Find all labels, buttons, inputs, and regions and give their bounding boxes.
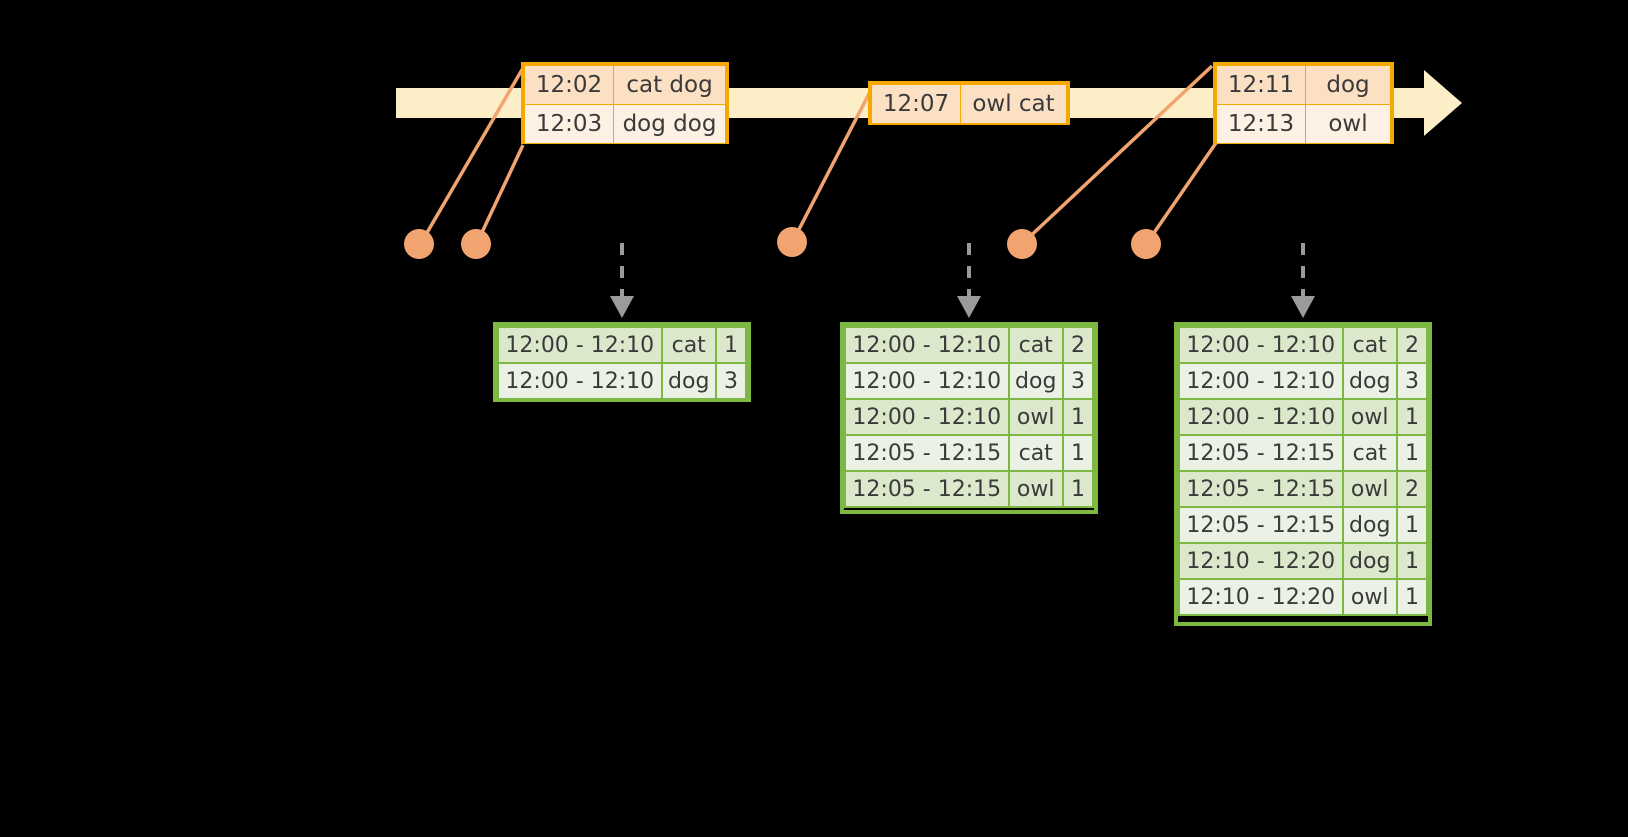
table-row: 12:00 - 12:10 owl 1 — [844, 398, 1095, 436]
window-cell: 12:00 - 12:10 — [1178, 362, 1344, 400]
flow-arrowhead-1 — [610, 296, 634, 318]
event-words: dog dog — [613, 104, 726, 144]
word-cell: dog — [1341, 506, 1398, 544]
event-group-3[interactable]: 12:11 dog 12:13 owl — [1213, 62, 1394, 144]
window-cell: 12:00 - 12:10 — [844, 362, 1010, 400]
timeline-arrowhead — [1424, 70, 1462, 136]
window-cell: 12:10 - 12:20 — [1178, 542, 1344, 580]
table-row: 12:05 - 12:15 dog 1 — [1178, 506, 1429, 544]
event-row: 12:11 dog — [1216, 65, 1391, 105]
word-cell: cat — [1007, 434, 1064, 472]
window-cell: 12:00 - 12:10 — [844, 326, 1010, 364]
word-cell: owl — [1341, 470, 1398, 508]
connector-dot-4 — [1007, 229, 1037, 259]
window-cell: 12:05 - 12:15 — [1178, 470, 1344, 508]
word-cell: cat — [1341, 326, 1398, 364]
event-time: 12:03 — [524, 104, 614, 144]
event-time: 12:02 — [524, 65, 614, 105]
connector-dots — [404, 227, 1161, 259]
table-row: 12:00 - 12:10 dog 3 — [497, 362, 748, 400]
table-row: 12:00 - 12:10 dog 3 — [1178, 362, 1429, 400]
table-row: 12:00 - 12:10 cat 2 — [1178, 326, 1429, 364]
connector-line-5 — [1145, 139, 1220, 244]
event-time: 12:07 — [871, 84, 961, 124]
event-row: 12:02 cat dog — [524, 65, 726, 105]
count-cell: 1 — [1395, 542, 1429, 580]
word-cell: dog — [660, 362, 717, 400]
window-cell: 12:05 - 12:15 — [1178, 506, 1344, 544]
word-cell: owl — [1007, 470, 1064, 508]
result-table-1[interactable]: 12:00 - 12:10 cat 1 12:00 - 12:10 dog 3 — [493, 322, 751, 402]
event-group-1[interactable]: 12:02 cat dog 12:03 dog dog — [521, 62, 729, 144]
event-words: cat dog — [613, 65, 726, 105]
count-cell: 1 — [1395, 398, 1429, 436]
connector-dot-1 — [404, 229, 434, 259]
event-row: 12:03 dog dog — [524, 104, 726, 144]
table-row: 12:10 - 12:20 owl 1 — [1178, 578, 1429, 616]
window-cell: 12:05 - 12:15 — [844, 434, 1010, 472]
count-cell: 1 — [1395, 506, 1429, 544]
event-words: dog — [1305, 65, 1391, 105]
table-row: 12:05 - 12:15 cat 1 — [844, 434, 1095, 472]
window-cell: 12:00 - 12:10 — [497, 326, 663, 364]
window-cell: 12:05 - 12:15 — [1178, 434, 1344, 472]
event-row: 12:07 owl cat — [871, 84, 1067, 124]
word-cell: dog — [1007, 362, 1064, 400]
connector-dot-3 — [777, 227, 807, 257]
table-row: 12:05 - 12:15 owl 2 — [1178, 470, 1429, 508]
count-cell: 1 — [714, 326, 748, 364]
window-cell: 12:10 - 12:20 — [1178, 578, 1344, 616]
window-cell: 12:05 - 12:15 — [844, 470, 1010, 508]
word-cell: owl — [1341, 398, 1398, 436]
word-cell: cat — [660, 326, 717, 364]
count-cell: 1 — [1395, 434, 1429, 472]
count-cell: 3 — [1395, 362, 1429, 400]
word-cell: cat — [1007, 326, 1064, 364]
count-cell: 1 — [1061, 470, 1095, 508]
word-cell: owl — [1341, 578, 1398, 616]
window-cell: 12:00 - 12:10 — [1178, 326, 1344, 364]
count-cell: 3 — [714, 362, 748, 400]
connector-dot-5 — [1131, 229, 1161, 259]
count-cell: 1 — [1395, 578, 1429, 616]
event-row: 12:13 owl — [1216, 104, 1391, 144]
table-row: 12:10 - 12:20 dog 1 — [1178, 542, 1429, 580]
count-cell: 1 — [1061, 434, 1095, 472]
window-cell: 12:00 - 12:10 — [1178, 398, 1344, 436]
table-row: 12:05 - 12:15 owl 1 — [844, 470, 1095, 508]
count-cell: 3 — [1061, 362, 1095, 400]
result-table-2[interactable]: 12:00 - 12:10 cat 2 12:00 - 12:10 dog 3 … — [840, 322, 1098, 514]
event-time: 12:11 — [1216, 65, 1306, 105]
flow-arrowhead-2 — [957, 296, 981, 318]
event-time: 12:13 — [1216, 104, 1306, 144]
window-cell: 12:00 - 12:10 — [844, 398, 1010, 436]
word-cell: dog — [1341, 542, 1398, 580]
count-cell: 2 — [1395, 470, 1429, 508]
flow-arrowhead-3 — [1291, 296, 1315, 318]
result-table-3[interactable]: 12:00 - 12:10 cat 2 12:00 - 12:10 dog 3 … — [1174, 322, 1432, 626]
connector-line-2 — [475, 144, 525, 244]
table-row: 12:00 - 12:10 owl 1 — [1178, 398, 1429, 436]
word-cell: owl — [1007, 398, 1064, 436]
count-cell: 2 — [1061, 326, 1095, 364]
table-row: 12:00 - 12:10 cat 1 — [497, 326, 748, 364]
flow-arrowheads — [610, 296, 1315, 318]
word-cell: cat — [1341, 434, 1398, 472]
table-row: 12:00 - 12:10 cat 2 — [844, 326, 1095, 364]
table-row: 12:00 - 12:10 dog 3 — [844, 362, 1095, 400]
event-words: owl — [1305, 104, 1391, 144]
window-cell: 12:00 - 12:10 — [497, 362, 663, 400]
flow-arrows — [620, 243, 1305, 300]
count-cell: 2 — [1395, 326, 1429, 364]
event-group-2[interactable]: 12:07 owl cat — [868, 81, 1070, 125]
connector-dot-2 — [461, 229, 491, 259]
word-cell: dog — [1341, 362, 1398, 400]
event-words: owl cat — [960, 84, 1067, 124]
table-row: 12:05 - 12:15 cat 1 — [1178, 434, 1429, 472]
count-cell: 1 — [1061, 398, 1095, 436]
